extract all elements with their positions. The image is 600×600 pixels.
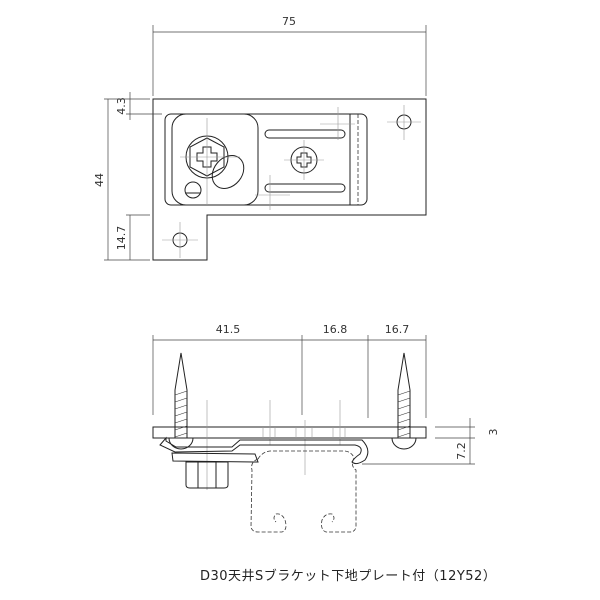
dim-b: 16.8 <box>323 323 348 336</box>
wood-screw-left-icon <box>168 352 194 450</box>
dim-tab-height: 14.7 <box>115 226 128 251</box>
dimension-lines <box>104 25 427 261</box>
hex-nut-icon <box>185 461 229 489</box>
channel-rail <box>250 450 357 533</box>
top-view: 75 4.3 44 14.7 <box>93 15 427 261</box>
dim-top-offset: 4.3 <box>115 97 128 115</box>
bracket-clamp <box>171 113 259 206</box>
bracket-outline <box>164 113 368 206</box>
dim-plate-thickness: 3 <box>487 429 500 436</box>
side-view: 41.5 16.8 16.7 3 7.2 <box>152 323 500 533</box>
wood-screw-right-icon <box>391 352 417 450</box>
dim-height: 44 <box>93 173 106 187</box>
base-plate-section <box>152 426 427 439</box>
base-plate-outline <box>152 98 427 261</box>
bracket-section <box>159 436 369 465</box>
dim-a: 41.5 <box>216 323 241 336</box>
slot-lower <box>264 183 346 193</box>
drawing-caption: D30天井Sブラケット下地プレート付（12Y52） <box>200 569 497 584</box>
slot-upper <box>264 129 346 139</box>
nut-icon <box>184 181 202 199</box>
dim-c: 16.7 <box>385 323 410 336</box>
dim-width: 75 <box>282 15 296 28</box>
bolt-icon <box>185 135 245 189</box>
dim-drop: 7.2 <box>455 442 468 460</box>
